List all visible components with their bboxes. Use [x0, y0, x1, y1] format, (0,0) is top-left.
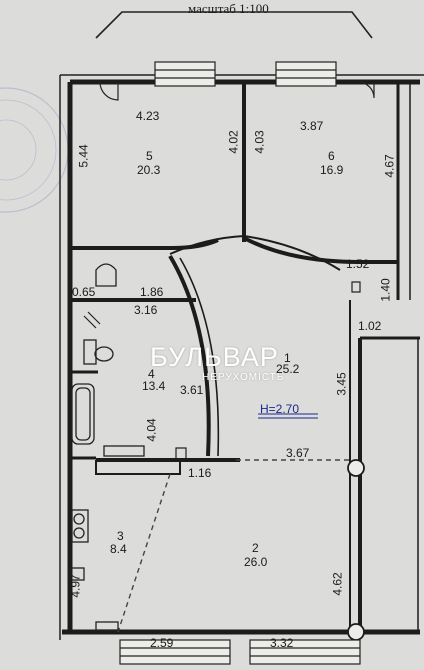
door-swings [83, 81, 375, 458]
room1-length: 3.45 [334, 372, 349, 396]
corridor-curve-wall [168, 254, 211, 457]
dim-332: 3.32 [270, 636, 294, 650]
wall-5-6-right-dim: 4.03 [252, 130, 267, 154]
room2-length: 4.62 [330, 572, 345, 596]
room4-length: 3.61 [180, 383, 204, 397]
room4-number: 4 [148, 367, 155, 381]
watermark-title: БУЛЬВАР [150, 342, 279, 372]
dim-165: 0.65 [72, 285, 96, 299]
dim-404: 4.04 [144, 418, 159, 442]
room3-top-jog [95, 460, 181, 475]
room3-length: 4.97 [68, 574, 83, 598]
room4-area: 13.4 [142, 379, 166, 393]
wall-5-6-left-dim: 4.02 [226, 130, 241, 154]
dim-316: 3.16 [134, 303, 158, 317]
room1-area: 25.2 [276, 362, 300, 376]
room6-area: 16.9 [320, 163, 344, 177]
dim-116: 1.16 [188, 466, 212, 480]
watermark-subtitle: НЕРУХОМІСТЬ [202, 372, 285, 383]
room3-dashed-divider [117, 473, 171, 633]
room5-length: 5.44 [76, 144, 91, 168]
dim-259: 2.59 [150, 636, 174, 650]
room6-number: 6 [328, 149, 335, 163]
room5-number: 5 [146, 149, 153, 163]
wc-fixtures [69, 263, 145, 631]
room6-bottom-wall [243, 236, 398, 264]
bottom-windows [119, 639, 361, 665]
room3-number: 3 [117, 529, 124, 543]
dim-152: 1.52 [346, 257, 370, 271]
top-bay-outline [95, 11, 373, 39]
dim-102: 1.02 [358, 319, 382, 333]
ceiling-height: H=2.70 [260, 402, 300, 416]
dim-140: 1.40 [378, 278, 393, 302]
column [347, 459, 365, 477]
room2-number: 2 [252, 541, 259, 555]
top-windows [154, 61, 337, 87]
room5-width: 4.23 [136, 109, 160, 123]
arch-door-right [243, 235, 341, 271]
room6-width: 3.87 [300, 119, 324, 133]
corridor-curve-inner [179, 257, 220, 457]
room6-length: 4.67 [382, 154, 397, 178]
room5-bottom-wall [70, 238, 219, 250]
arch-door-left [169, 235, 245, 255]
scale-label: масштаб 1:100 [188, 1, 269, 16]
room5-area: 20.3 [137, 163, 161, 177]
dim-186: 1.86 [140, 285, 164, 299]
room1-number: 1 [284, 351, 291, 365]
room3-area: 8.4 [110, 542, 127, 556]
column-bottom [347, 623, 365, 641]
dim-367: 3.67 [286, 446, 310, 460]
room2-area: 26.0 [244, 555, 268, 569]
